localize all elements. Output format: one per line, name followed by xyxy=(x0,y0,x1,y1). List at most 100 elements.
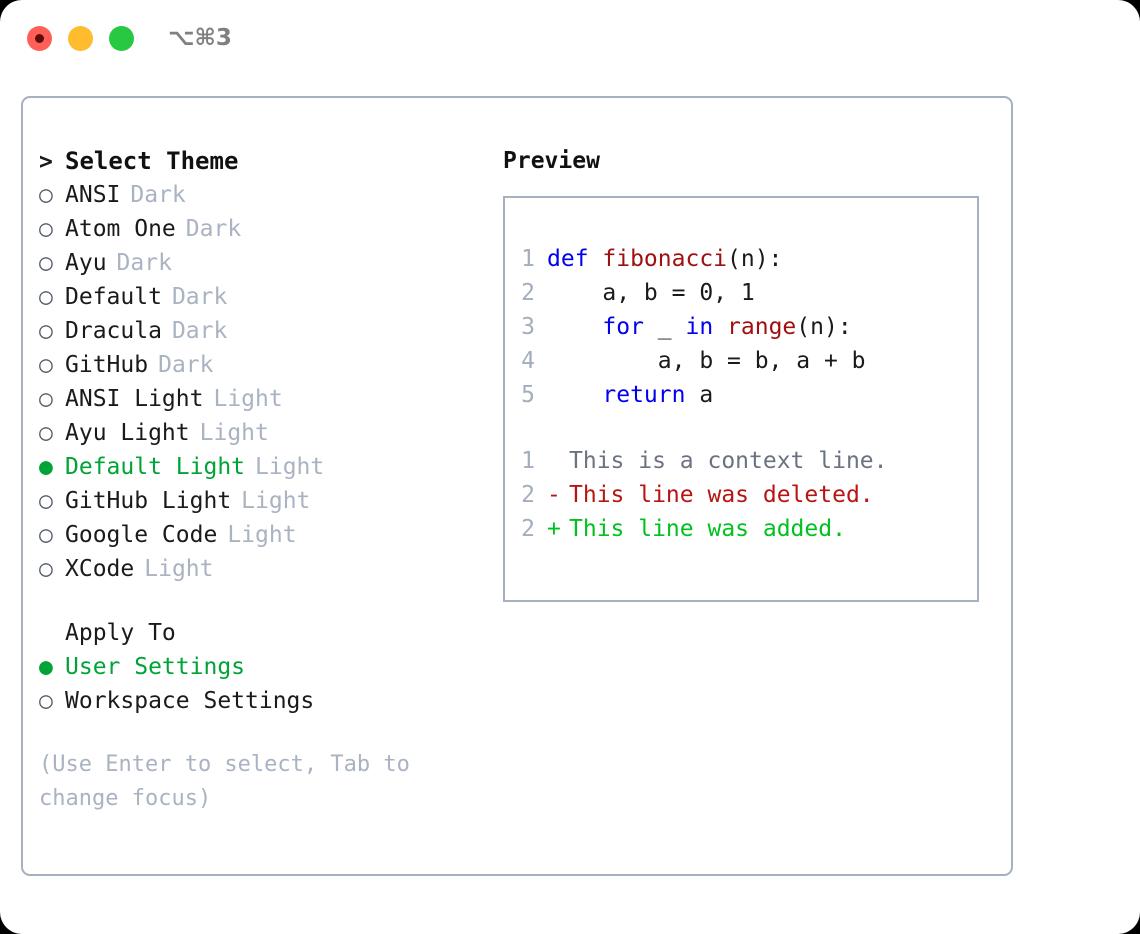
radio-icon[interactable]: ○ xyxy=(39,352,53,378)
theme-name: Dracula xyxy=(65,318,162,344)
theme-name: ANSI xyxy=(65,182,121,208)
code-line: 3 for _ in range(n): xyxy=(505,310,977,344)
theme-name: GitHub Light xyxy=(65,488,232,514)
diff-line-deleted: 2 - This line was deleted. xyxy=(505,478,977,512)
code-token: (n): xyxy=(727,246,783,272)
section-divider xyxy=(39,586,479,616)
window-controls xyxy=(27,26,134,51)
apply-to-header: Apply To xyxy=(65,620,176,646)
theme-name: ANSI Light xyxy=(65,386,204,412)
theme-name: Ayu xyxy=(65,250,107,276)
minimize-button[interactable] xyxy=(68,26,93,51)
theme-category-tag: Light xyxy=(241,488,311,514)
theme-option-xcode[interactable]: ○ XCode Light xyxy=(39,552,479,586)
theme-option-ansi-light[interactable]: ○ ANSI Light Light xyxy=(39,382,479,416)
keyboard-hint-text: (Use Enter to select, Tab to change focu… xyxy=(39,752,424,811)
theme-category-tag: Light xyxy=(199,420,269,446)
diff-marker-plus-icon: + xyxy=(547,516,561,542)
code-token xyxy=(547,382,602,408)
theme-category-tag: Light xyxy=(144,556,214,582)
apply-to-option-user-settings[interactable]: ● User Settings xyxy=(39,650,479,684)
theme-category-tag: Light xyxy=(213,386,283,412)
theme-category-tag: Dark xyxy=(171,318,228,344)
diff-marker xyxy=(547,444,569,478)
keyboard-shortcut-label: ⌥⌘3 xyxy=(168,25,232,51)
theme-category-tag: Dark xyxy=(171,284,228,310)
code-line: 5 return a xyxy=(505,378,977,412)
code-content: return a xyxy=(547,378,713,412)
code-token: for xyxy=(602,314,644,340)
close-button[interactable] xyxy=(27,26,52,51)
code-blank-line xyxy=(505,412,977,444)
theme-option-github-dark[interactable]: ○ GitHub Dark xyxy=(39,348,479,382)
radio-icon[interactable]: ○ xyxy=(39,318,53,344)
code-token: in xyxy=(685,314,714,340)
line-number: 1 xyxy=(521,246,535,272)
theme-name: Default Light xyxy=(65,454,246,480)
code-token: def xyxy=(547,246,603,272)
theme-category-tag: Light xyxy=(255,454,325,480)
radio-icon[interactable]: ○ xyxy=(39,420,53,446)
radio-icon[interactable]: ○ xyxy=(39,688,53,714)
radio-icon[interactable]: ○ xyxy=(39,250,53,276)
theme-option-ansi-dark[interactable]: ○ ANSI Dark xyxy=(39,178,479,212)
theme-category-tag: Dark xyxy=(185,216,242,242)
radio-icon[interactable]: ○ xyxy=(39,216,53,242)
radio-icon[interactable]: ○ xyxy=(39,522,53,548)
diff-line-context: 1 This is a context line. xyxy=(505,444,977,478)
theme-option-default-light[interactable]: ● Default Light Light xyxy=(39,450,479,484)
maximize-button[interactable] xyxy=(109,26,134,51)
apply-to-label: Workspace Settings xyxy=(65,688,315,714)
theme-option-google-code[interactable]: ○ Google Code Light xyxy=(39,518,479,552)
diff-text: This line was added. xyxy=(569,516,846,542)
theme-option-dracula-dark[interactable]: ○ Dracula Dark xyxy=(39,314,479,348)
code-token: _ xyxy=(643,314,686,340)
code-content: a, b = b, a + b xyxy=(547,344,866,378)
theme-name: XCode xyxy=(65,556,135,582)
radio-icon[interactable]: ○ xyxy=(39,488,53,514)
radio-icon[interactable]: ○ xyxy=(39,556,53,582)
caret-icon: > xyxy=(39,149,53,175)
diff-line-added: 2 + This line was added. xyxy=(505,512,977,546)
theme-category-tag: Dark xyxy=(158,352,214,378)
diff-text: This line was deleted. xyxy=(569,482,874,508)
theme-name: Google Code xyxy=(65,522,218,548)
theme-option-ayu-light[interactable]: ○ Ayu Light Light xyxy=(39,416,479,450)
radio-selected-icon[interactable]: ● xyxy=(39,454,53,480)
code-token: (n): xyxy=(796,314,852,340)
line-number: 4 xyxy=(521,348,535,374)
code-token: a, b = b, a + b xyxy=(547,348,866,374)
code-content: for _ in range(n): xyxy=(547,310,852,344)
radio-icon[interactable]: ○ xyxy=(39,182,53,208)
code-token: range xyxy=(727,314,797,340)
preview-box: 1 def fibonacci(n): 2 a, b = 0, 1 3 for … xyxy=(503,196,979,602)
code-line: 2 a, b = 0, 1 xyxy=(505,276,977,310)
main-panel: > Select Theme ○ ANSI Dark ○ Atom One Da… xyxy=(21,96,1013,876)
theme-option-default-dark[interactable]: ○ Default Dark xyxy=(39,280,479,314)
theme-option-github-light[interactable]: ○ GitHub Light Light xyxy=(39,484,479,518)
code-content: a, b = 0, 1 xyxy=(547,276,755,310)
line-number: 2 xyxy=(521,482,535,508)
code-token: a, b = 0, 1 xyxy=(547,280,755,306)
theme-category-tag: Dark xyxy=(130,182,186,208)
code-token xyxy=(713,314,727,340)
theme-picker-column: > Select Theme ○ ANSI Dark ○ Atom One Da… xyxy=(39,144,479,816)
apply-to-option-workspace-settings[interactable]: ○ Workspace Settings xyxy=(39,684,479,718)
theme-category-tag: Dark xyxy=(116,250,172,276)
theme-option-atom-one-dark[interactable]: ○ Atom One Dark xyxy=(39,212,479,246)
radio-icon[interactable]: ○ xyxy=(39,386,53,412)
title-bar: ⌥⌘3 xyxy=(0,0,1140,78)
line-number: 2 xyxy=(521,280,535,306)
radio-selected-icon[interactable]: ● xyxy=(39,654,53,680)
code-content: def fibonacci(n): xyxy=(547,242,782,276)
line-number: 3 xyxy=(521,314,535,340)
theme-option-ayu-dark[interactable]: ○ Ayu Dark xyxy=(39,246,479,280)
diff-text: This is a context line. xyxy=(569,448,888,474)
theme-category-tag: Light xyxy=(227,522,297,548)
theme-name: Ayu Light xyxy=(65,420,190,446)
page-title: Select Theme xyxy=(65,147,239,175)
code-token: a xyxy=(685,382,714,408)
preview-title: Preview xyxy=(503,148,600,174)
line-number: 1 xyxy=(521,448,535,474)
radio-icon[interactable]: ○ xyxy=(39,284,53,310)
